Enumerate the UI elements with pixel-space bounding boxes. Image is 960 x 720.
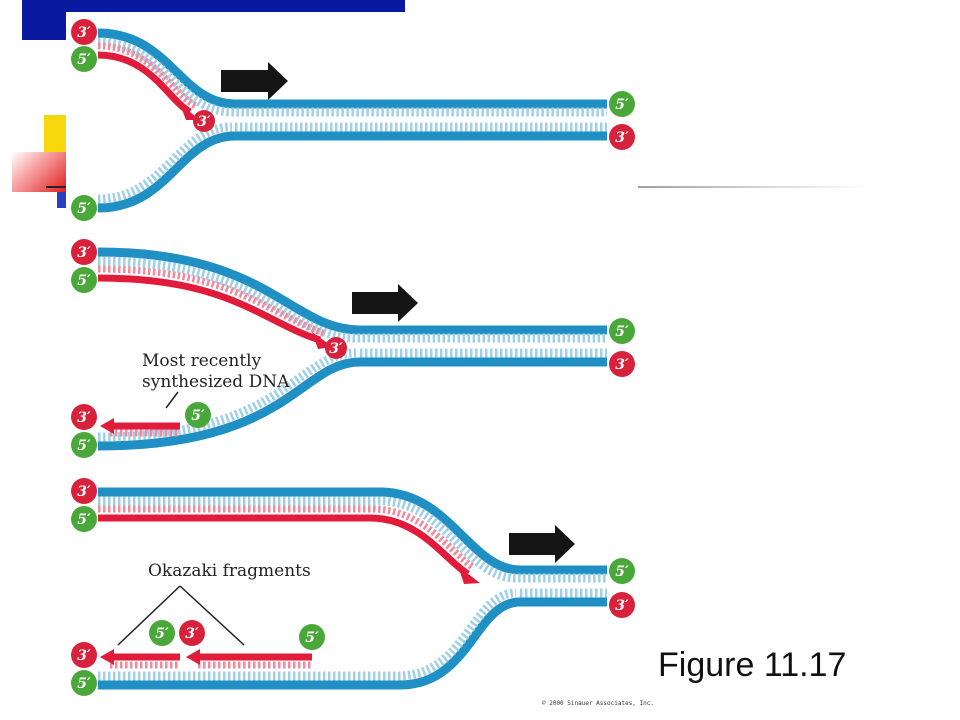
slide-accent-red: [12, 152, 68, 192]
panel1-top-rungs: [97, 37, 607, 117]
svg-text:5′: 5′: [191, 408, 205, 424]
panel3-label-5prime-fragment1: 5′: [149, 620, 175, 646]
svg-text:5′: 5′: [615, 97, 629, 113]
panel3-bottom-rungs-branch: [98, 588, 517, 681]
panel3-leading-arrowhead: [458, 566, 480, 584]
panel2-label-3prime-top: 3′: [71, 239, 97, 265]
svg-text:3′: 3′: [77, 648, 91, 664]
panel3-okazaki-arrowhead-1: [100, 649, 114, 665]
panel3-label-3prime-bottom: 3′: [71, 642, 97, 668]
slide-corner-block: [22, 0, 66, 40]
panel-1: 3′ 5′ 3′ 5′ 5′ 3′: [71, 19, 635, 221]
panel2-fork-arrow: [352, 284, 418, 322]
svg-text:5′: 5′: [77, 52, 91, 68]
panel2-label-5prime-bottom: 5′: [71, 432, 97, 458]
panel1-fork-arrow: [221, 62, 288, 100]
panel1-label-5prime-right: 5′: [609, 91, 635, 117]
panel2-annotation-line2: synthesized DNA: [142, 372, 290, 392]
panel3-label-5prime-fragment2: 5′: [299, 624, 325, 650]
svg-text:3′: 3′: [615, 357, 629, 373]
svg-text:3′: 3′: [77, 484, 91, 500]
svg-text:5′: 5′: [77, 676, 91, 692]
copyright-notice: © 2000 Sinauer Associates, Inc.: [542, 700, 654, 707]
panel1-bottom-rungs-branch: [97, 122, 233, 204]
panel1-label-3prime-right: 3′: [609, 124, 635, 150]
svg-text:3′: 3′: [77, 245, 91, 261]
svg-text:5′: 5′: [615, 324, 629, 340]
svg-text:3′: 3′: [329, 341, 343, 357]
panel3-label-3prime-fragment2: 3′: [179, 620, 205, 646]
panel1-label-5prime-top: 5′: [71, 46, 97, 72]
panel2-leading-rungs: [97, 265, 328, 338]
svg-text:5′: 5′: [155, 626, 169, 642]
panel3-okazaki-annotation: Okazaki fragments: [148, 561, 311, 581]
panel3-label-3prime-top: 3′: [71, 478, 97, 504]
svg-text:3′: 3′: [77, 410, 91, 426]
panel2-leading-strand: [97, 274, 322, 344]
panel3-fork-arrow: [509, 525, 575, 563]
panel-2: Most recently synthesized DNA 3′ 5′ 3′ 5…: [71, 239, 635, 458]
panel2-lagging-arrowhead: [100, 418, 114, 434]
svg-text:3′: 3′: [615, 130, 629, 146]
panel2-label-5prime-fragment: 5′: [185, 402, 211, 428]
panel3-okazaki-leader-left: [117, 585, 181, 646]
panel1-top-parent-strand: [97, 28, 607, 109]
slide-accent-blue: [57, 192, 67, 208]
panel2-label-3prime-right: 3′: [609, 351, 635, 377]
panel1-bottom-parent-strand: [97, 131, 607, 213]
svg-text:5′: 5′: [77, 438, 91, 454]
panel3-label-5prime-bottom: 5′: [71, 670, 97, 696]
panel-3: Okazaki fragments 3′ 5′ 5′ 3′ 5′ 3′ 5′ 5…: [71, 478, 635, 696]
svg-text:3′: 3′: [615, 598, 629, 614]
slide-header-bar: [22, 0, 405, 12]
svg-text:3′: 3′: [77, 25, 91, 41]
svg-text:5′: 5′: [615, 564, 629, 580]
svg-text:3′: 3′: [197, 114, 211, 130]
panel3-okazaki-arrowhead-2: [186, 649, 200, 665]
svg-text:5′: 5′: [305, 630, 319, 646]
panel2-bottom-rungs-branch: [97, 348, 357, 442]
panel2-top-rungs: [97, 256, 607, 343]
svg-text:5′: 5′: [77, 512, 91, 528]
panel2-top-parent-strand: [97, 247, 607, 335]
panel3-top-parent-strand: [98, 487, 607, 575]
panel2-label-5prime-right: 5′: [609, 318, 635, 344]
panel2-annotation-leader: [165, 391, 179, 409]
panel2-label-3prime-bottom: 3′: [71, 404, 97, 430]
svg-text:3′: 3′: [185, 626, 199, 642]
figure-caption: Figure 11.17: [658, 646, 847, 684]
panel2-bottom-parent-strand: [97, 357, 607, 451]
svg-text:5′: 5′: [77, 273, 91, 289]
panel1-leading-rungs: [97, 42, 198, 110]
panel1-label-3prime-top: 3′: [71, 19, 97, 45]
panel2-label-5prime-top: 5′: [71, 267, 97, 293]
panel3-top-rungs: [98, 496, 607, 583]
panel3-okazaki-leader-right: [179, 585, 245, 646]
panel3-label-5prime-right: 5′: [609, 558, 635, 584]
panel3-label-5prime-top: 5′: [71, 506, 97, 532]
panel1-label-3prime-fork: 3′: [193, 110, 215, 132]
panel1-label-5prime-bottom: 5′: [71, 195, 97, 221]
panel3-leading-rungs: [98, 505, 477, 571]
panel3-label-3prime-right: 3′: [609, 592, 635, 618]
panel2-annotation-line1: Most recently: [142, 351, 262, 371]
svg-text:5′: 5′: [77, 201, 91, 217]
panel2-label-3prime-fork: 3′: [325, 337, 347, 359]
panel3-bottom-parent-strand: [98, 597, 607, 690]
